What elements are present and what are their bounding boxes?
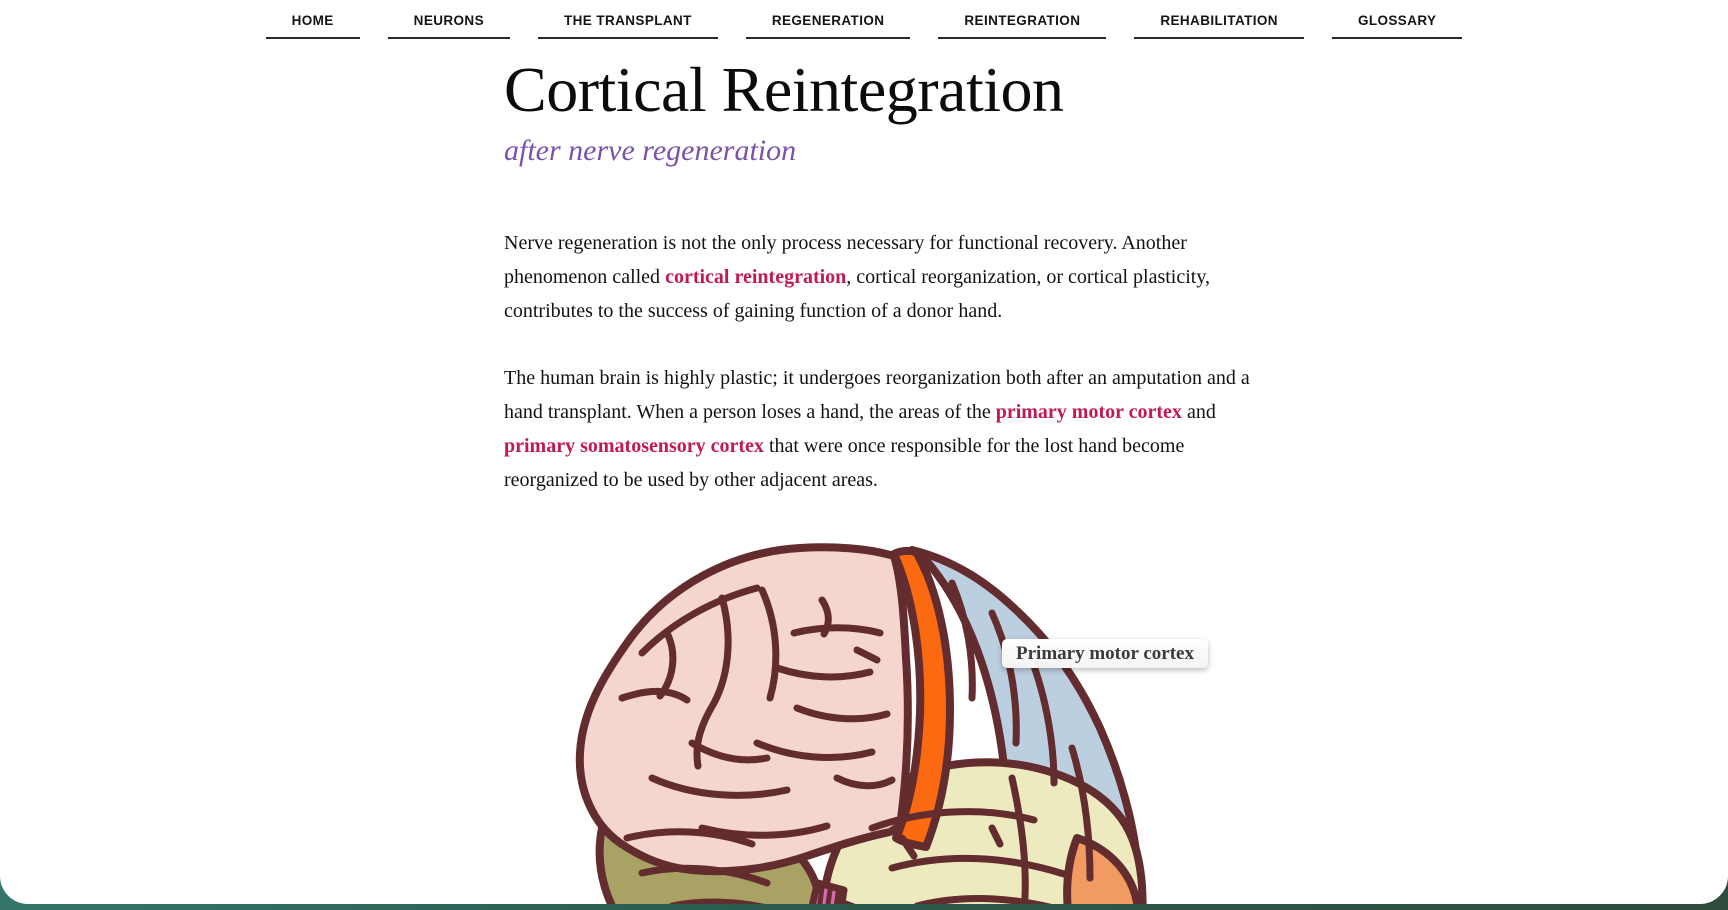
paragraph-1: Nerve regeneration is not the only proce… xyxy=(504,226,1260,328)
brain-region-cerebrum[interactable] xyxy=(575,543,912,876)
brain-figure xyxy=(572,538,1152,904)
paragraph-2-text-after: that were once responsible for the lost … xyxy=(504,435,1185,492)
page-subtitle: after nerve regeneration xyxy=(504,134,797,168)
nav-item-reintegration[interactable]: REINTEGRATION xyxy=(938,13,1107,39)
paragraph-2: The human brain is highly plastic; it un… xyxy=(504,361,1260,497)
paragraph-2-text: The human brain is highly plastic; it un… xyxy=(504,367,1250,424)
brain-region-motor-cortex[interactable] xyxy=(890,546,954,851)
nav-item-rehabilitation[interactable]: REHABILITATION xyxy=(1134,13,1304,39)
brainstem-accent xyxy=(840,900,856,904)
brainstem-stripes xyxy=(817,885,841,904)
paragraph-2-text-middle: and xyxy=(1181,401,1216,424)
top-nav: HOME NEURONS THE TRANSPLANT REGENERATION… xyxy=(0,0,1728,39)
paragraph-1-text-after: , cortical reorganization, or cortical p… xyxy=(504,266,1211,323)
link-cortical-reintegration[interactable]: cortical reintegration xyxy=(665,266,847,289)
article: Cortical Reintegration after nerve regen… xyxy=(504,55,1260,497)
link-primary-motor-cortex[interactable]: primary motor cortex xyxy=(995,401,1182,424)
paragraph-1-text: Nerve regeneration is not the only proce… xyxy=(504,232,1187,289)
motor-cortex-tooltip: Primary motor cortex xyxy=(1002,639,1208,668)
nav-item-transplant[interactable]: THE TRANSPLANT xyxy=(537,13,718,39)
nav-item-home[interactable]: HOME xyxy=(265,13,360,39)
brain-region-occipital[interactable] xyxy=(1063,834,1142,904)
nav-item-regeneration[interactable]: REGENERATION xyxy=(745,13,911,39)
link-primary-somatosensory-cortex[interactable]: primary somatosensory cortex xyxy=(504,435,764,458)
gyri-lines xyxy=(618,579,1094,904)
nav-item-glossary[interactable]: GLOSSARY xyxy=(1331,13,1463,39)
page-title: Cortical Reintegration xyxy=(504,54,1064,125)
nav-item-neurons[interactable]: NEURONS xyxy=(387,13,510,39)
